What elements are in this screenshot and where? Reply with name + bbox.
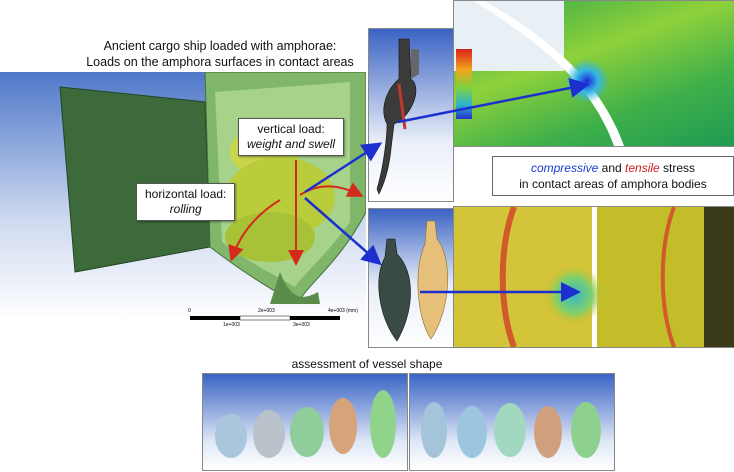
and-word: and xyxy=(598,161,626,175)
vertical-load-heading: vertical load: xyxy=(257,122,325,136)
rolling-arrow-left xyxy=(228,199,281,262)
vessel-shape-7 xyxy=(457,406,487,458)
horizontal-load-label: horizontal load: rolling xyxy=(136,183,236,221)
amphora-handle-mesh xyxy=(376,38,417,195)
title-line-2: Loads on the amphora surfaces in contact… xyxy=(86,55,354,69)
vessel-shape-2 xyxy=(253,410,285,458)
stress-caption-box: compressive and tensile stress in contac… xyxy=(492,156,734,196)
stress-caption-line2: in contact areas of amphora bodies xyxy=(519,177,707,191)
amphora-dark-mesh xyxy=(378,238,411,342)
ship-scale-t1: 2e+003 xyxy=(258,308,275,314)
amphora-gold-mesh xyxy=(417,220,448,340)
blue-arrow-to-pair xyxy=(304,197,382,266)
vessel-shape-10 xyxy=(571,402,601,458)
vessel-shape-4 xyxy=(329,398,357,454)
title-line-1: Ancient cargo ship loaded with amphorae: xyxy=(103,39,337,53)
vessel-shapes-right-panel xyxy=(409,373,615,471)
ship-scale-b1: 1e+003 xyxy=(223,322,240,328)
stress-contour-top-panel xyxy=(453,0,734,147)
vessel-shape-3 xyxy=(290,407,324,457)
vessel-shape-5 xyxy=(370,390,396,458)
vessel-shapes-left-panel xyxy=(202,373,408,471)
stress-contour-bottom-panel xyxy=(453,206,734,348)
assessment-caption: assessment of vessel shape xyxy=(291,357,443,371)
vessel-shape-6 xyxy=(421,402,447,458)
vertical-load-label: vertical load: weight and swell xyxy=(238,118,345,156)
vessel-shape-9 xyxy=(534,406,562,458)
ship-scale-bar: 0 2e+003 4e+003 (mm) 1e+003 3e+003 xyxy=(188,308,358,332)
horizontal-load-detail: rolling xyxy=(169,202,202,216)
amphora-pair-mesh-panel xyxy=(368,208,454,348)
horizontal-load-heading: horizontal load: xyxy=(145,187,227,201)
tensile-word: tensile xyxy=(625,161,660,175)
stress-word: stress xyxy=(659,161,696,175)
hull-keel xyxy=(270,272,320,304)
vessel-shape-8 xyxy=(494,403,526,457)
compressive-word: compressive xyxy=(530,161,599,175)
ship-scale-t2: 4e+003 (mm) xyxy=(328,308,358,314)
ship-scale-t0: 0 xyxy=(188,308,191,314)
vertical-load-detail: weight and swell xyxy=(247,137,336,151)
ship-scale-b2: 3e+003 xyxy=(293,322,310,328)
blue-arrow-to-neck xyxy=(304,142,383,194)
vessel-shape-1 xyxy=(215,414,247,458)
blue-arrow-top-zoom xyxy=(397,78,590,124)
diagram-title: Ancient cargo ship loaded with amphorae:… xyxy=(70,38,370,70)
